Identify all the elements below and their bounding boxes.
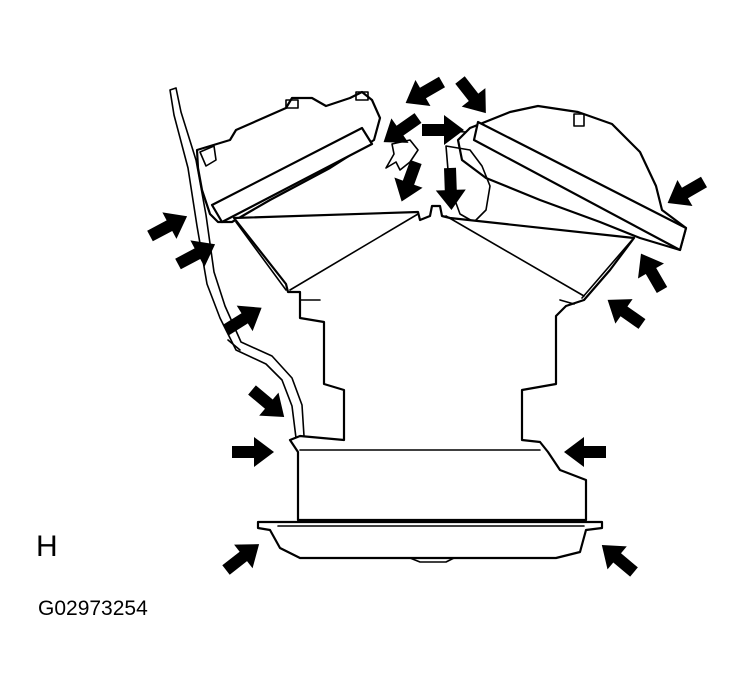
engine-block (232, 204, 636, 522)
arrow-icon (564, 437, 606, 467)
arrow-icon (218, 295, 270, 343)
arrow-icon (142, 203, 195, 250)
arrow-icon (448, 70, 498, 123)
arrow-icon (242, 378, 294, 429)
oil-pan (256, 520, 604, 563)
right-cylinder-head (456, 104, 688, 252)
arrow-icon (660, 169, 712, 216)
left-cylinder-head (195, 90, 382, 224)
view-letter-label: H (36, 530, 58, 563)
arrow-icon (592, 533, 644, 584)
arrow-icon (216, 532, 269, 582)
arrow-icon (598, 287, 651, 337)
arrow-icon (628, 246, 675, 298)
arrow-icon (232, 437, 274, 467)
arrow-icon (435, 167, 467, 211)
arrow-icon (398, 69, 450, 116)
arrow-icon (387, 156, 431, 207)
figure-code-label: G02973254 (38, 597, 148, 620)
arrow-icon (374, 105, 427, 155)
